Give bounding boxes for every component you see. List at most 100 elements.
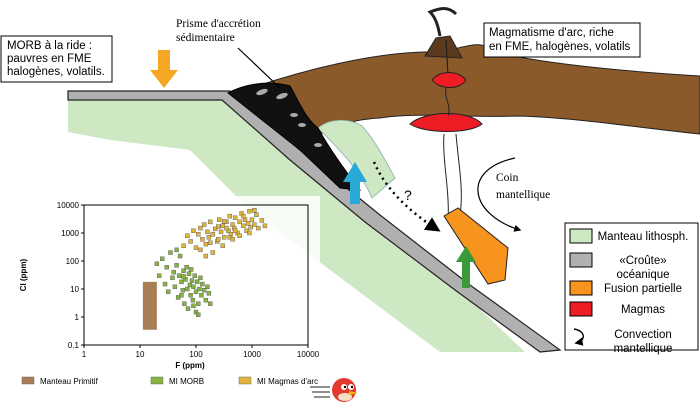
blue-arrow	[343, 162, 367, 204]
legend-swatch	[569, 228, 593, 244]
legend-label: «Croûte»océanique	[616, 255, 669, 281]
scatter-point	[224, 225, 229, 231]
scatter-point	[259, 218, 265, 223]
scatter-point	[212, 226, 218, 232]
scatter-point	[193, 309, 199, 315]
scatter-point	[222, 219, 227, 224]
chart-legend-swatch	[150, 376, 164, 385]
y-tick-label: 1	[75, 313, 80, 322]
scatter-point	[197, 286, 202, 292]
scatter-point	[241, 223, 246, 229]
prism-label-line: Prisme d'accrétion	[176, 18, 261, 30]
chart-legend-swatch	[238, 376, 252, 385]
scatter-point	[205, 284, 210, 289]
scatter-point	[182, 301, 187, 306]
y-tick-label: 10	[70, 285, 79, 294]
morb-label-line: halogènes, volatils.	[7, 66, 105, 78]
scatter-point	[198, 275, 203, 281]
morb-label-line: pauvres en FME	[7, 53, 92, 65]
legend-label: Manteau lithosph.	[598, 231, 689, 243]
legend-convection-icon	[573, 328, 584, 346]
x-tick-label: 10000	[297, 350, 320, 359]
scatter-point	[247, 209, 252, 214]
scatter-point	[171, 269, 176, 275]
scatter-point	[168, 250, 173, 255]
x-axis-label: F (ppm)	[175, 361, 205, 370]
chart-legend-label: MI MORB	[169, 377, 204, 386]
scatter-point	[232, 215, 238, 220]
scatter-point	[218, 229, 224, 235]
scatter-point	[193, 245, 199, 250]
scatter-point	[188, 267, 194, 272]
scatter-point	[217, 217, 222, 222]
scatter-point	[199, 293, 204, 298]
x-tick-label: 10	[136, 350, 145, 359]
primitive-mantle-bar	[142, 281, 157, 330]
scatter-point	[216, 224, 221, 229]
scatter-point	[256, 225, 261, 231]
scatter-point	[196, 301, 201, 306]
scatter-point	[245, 221, 251, 226]
scatter-point	[175, 295, 181, 300]
scatter-point	[222, 235, 227, 240]
scatter-point	[180, 288, 185, 293]
scatter-point	[188, 239, 193, 244]
scatter-point	[192, 273, 197, 278]
arc-magmatism-label-line: Magmatisme d'arc, riche	[489, 27, 614, 39]
prism-label-line: sédimentaire	[176, 32, 235, 44]
scatter-point	[172, 284, 178, 289]
scatter-point	[203, 297, 209, 303]
legend-swatch	[569, 252, 593, 268]
arc-magmatism-label-line: en FME, halogènes, volatils	[489, 41, 631, 53]
mantle-convection-arrow	[477, 157, 522, 232]
scatter-point	[232, 228, 238, 233]
continental-crust	[226, 44, 700, 151]
scatter-point	[254, 212, 259, 217]
y-tick-label: 0.1	[68, 341, 80, 350]
scatter-point	[185, 233, 190, 238]
scatter-point	[208, 219, 213, 225]
scatter-point	[193, 289, 199, 294]
scatter-point	[174, 247, 179, 253]
scatter-point	[230, 237, 235, 242]
scatter-point	[156, 273, 162, 278]
y-axis-label: Cl (ppm)	[19, 258, 28, 291]
partial-melting-zone	[443, 207, 509, 285]
volcano-plume	[427, 7, 458, 37]
scatter-point	[237, 233, 242, 238]
scatter-point	[162, 281, 168, 287]
scatter-point	[196, 232, 201, 237]
svg-text:MORB à la ride :pauvres en FME: MORB à la ride :pauvres en FMEhalogènes,…	[7, 40, 105, 78]
chart-legend-swatch	[21, 376, 35, 385]
mantle-wedge-label-line: mantellique	[496, 189, 550, 201]
scatter-point	[220, 243, 225, 248]
chart-legend-label: MI Magmas d'arc	[257, 377, 318, 386]
scatter-point	[200, 281, 205, 287]
scatter-point	[190, 297, 196, 303]
x-tick-label: 1000	[243, 350, 261, 359]
scatter-point	[249, 217, 255, 222]
legend-swatch	[569, 280, 593, 296]
scatter-point	[208, 240, 213, 245]
scatter-point	[196, 312, 201, 317]
scatter-point	[252, 222, 257, 227]
scatter-point	[174, 263, 179, 268]
scatter-point	[201, 222, 207, 227]
legend-label: Magmas	[621, 304, 665, 316]
question-mark: ?	[404, 187, 412, 203]
scatter-point	[164, 265, 169, 270]
scatter-point	[185, 286, 190, 292]
scatter-point	[166, 289, 171, 294]
legend-label: Fusion partielle	[604, 283, 682, 295]
scatter-point	[179, 279, 184, 285]
scatter-point	[179, 293, 184, 298]
scatter-point	[194, 279, 200, 285]
scatter-point	[185, 306, 191, 311]
scatter-point	[205, 229, 210, 235]
y-tick-label: 1000	[61, 229, 79, 238]
scatter-point	[244, 228, 249, 233]
